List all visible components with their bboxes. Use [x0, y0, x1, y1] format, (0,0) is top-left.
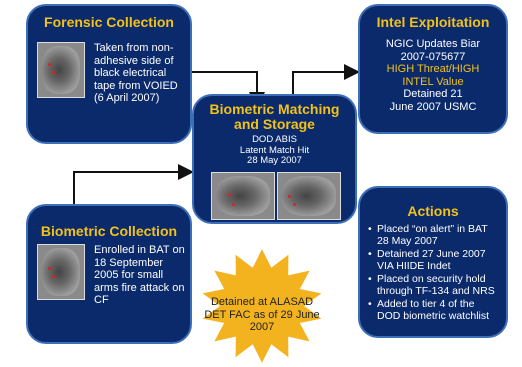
biometric-collection-box: Biometric Collection Enrolled in BAT on … — [26, 204, 192, 344]
matching-line-1: DOD ABIS — [252, 134, 297, 145]
forensic-collection-title: Forensic Collection — [44, 14, 174, 30]
matching-line-3: 28 May 2007 — [247, 155, 302, 166]
intel-line-6: June 2007 USMC — [389, 100, 477, 113]
intel-exploitation-title: Intel Exploitation — [376, 14, 490, 30]
arrow-matching-to-intel — [292, 64, 360, 104]
latent-print-image-match-1 — [211, 172, 275, 220]
actions-item: Placed “on alert” in BAT 28 May 2007 — [366, 223, 500, 247]
detention-star — [202, 249, 322, 363]
arrow-forensic-to-matching — [190, 71, 265, 108]
forensic-collection-text: Taken from non-adhesive side of black el… — [94, 42, 178, 104]
actions-item: Added to tier 4 of the DOD biometric wat… — [366, 298, 500, 322]
actions-item: Detained 27 June 2007 VIA HIIDE Indet — [366, 248, 500, 272]
biometric-collection-title: Biometric Collection — [40, 223, 178, 239]
detention-star-text: Detained at ALASAD DET FAC as of 29 June… — [204, 296, 320, 333]
actions-title: Actions — [407, 203, 459, 219]
actions-box: Actions Placed “on alert” in BAT 28 May … — [358, 186, 508, 338]
biometric-matching-title: Biometric Matching and Storage — [209, 101, 340, 132]
intel-line-2: 2007-075677 — [400, 50, 466, 63]
forensic-collection-box: Forensic Collection Taken from non-adhes… — [26, 4, 192, 144]
actions-item: Placed on security hold through TF-134 a… — [366, 273, 500, 297]
latent-print-image — [37, 42, 85, 98]
biometric-matching-box: Biometric Matching and Storage DOD ABIS … — [192, 94, 357, 224]
intel-line-4: INTEL Value — [402, 75, 464, 88]
matching-line-2: Latent Match Hit — [239, 144, 310, 156]
latent-print-image-match-2 — [277, 172, 341, 220]
enrolled-print-image — [37, 244, 85, 300]
intel-line-3: HIGH Threat/HIGH — [386, 63, 480, 75]
arrow-collection-to-matching — [73, 164, 194, 212]
intel-line-5: Detained 21 — [403, 88, 463, 100]
biometric-collection-text: Enrolled in BAT on 18 September 2005 for… — [94, 244, 185, 306]
intel-exploitation-box: Intel Exploitation NGIC Updates Biar 200… — [358, 4, 508, 134]
intel-line-1: NGIC Updates Biar — [385, 38, 481, 50]
